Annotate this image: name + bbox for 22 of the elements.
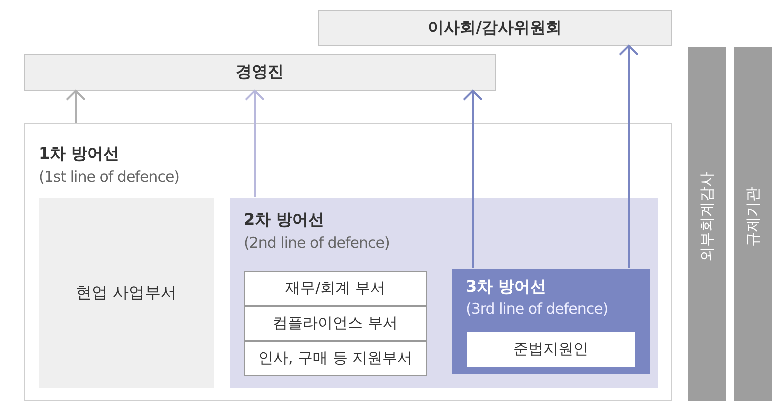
compliance-officer-box: 준법지원인 (467, 332, 635, 367)
arrow (66, 90, 86, 123)
vertical-bar: 규제기관 (734, 47, 772, 401)
panel-subtitle: (2nd line of defence) (244, 234, 390, 252)
vertical-bar: 외부회계감사 (688, 47, 726, 401)
panel-subtitle: (3rd line of defence) (466, 300, 608, 318)
arrow (245, 90, 265, 197)
panel-subtitle: (1st line of defence) (39, 168, 180, 186)
department-box: 재무/회계 부서 (244, 271, 427, 306)
panel-heading: 2차 방어선 (244, 210, 325, 231)
board-box: 이사회/감사위원회 (318, 10, 672, 46)
department-box: 인사, 구매 등 지원부서 (244, 341, 427, 376)
arrow (463, 90, 483, 268)
arrow (619, 45, 639, 268)
panel-heading: 3차 방어선 (466, 277, 547, 298)
defence-line-panel (452, 269, 650, 374)
defence-line-panel (230, 198, 658, 388)
department-box: 컴플라이언스 부서 (244, 306, 427, 341)
defence-line-panel (24, 123, 672, 401)
management-box: 경영진 (24, 54, 496, 91)
business-unit-box: 현업 사업부서 (39, 198, 214, 388)
panel-heading: 1차 방어선 (39, 144, 120, 165)
